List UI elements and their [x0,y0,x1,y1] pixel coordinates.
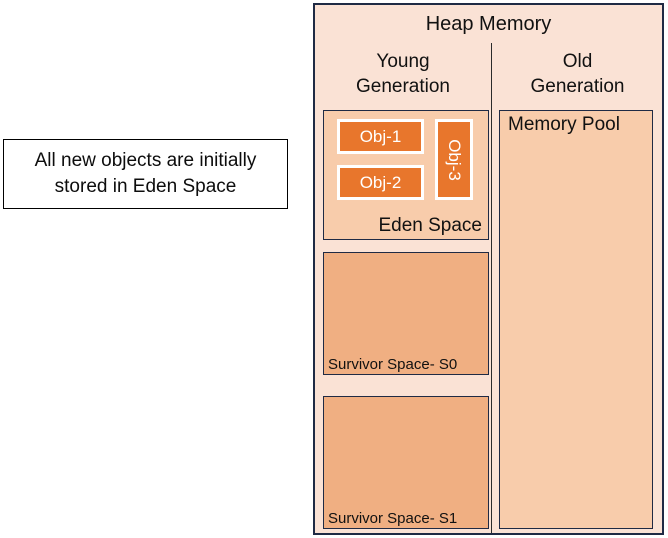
eden-space-box: Obj-1 Obj-2 Obj-3 Eden Space [323,110,489,240]
old-generation-title: Old Generation [493,49,662,99]
heap-memory-container: Heap Memory Young Generation Obj-1 Obj-2… [313,3,664,535]
object-obj-2-label: Obj-2 [359,172,402,192]
old-generation-title-line-2: Generation [530,76,625,97]
old-generation-section: Old Generation Memory Pool [493,43,662,535]
object-obj-3: Obj-3 [435,119,473,200]
eden-space-label: Eden Space [378,215,482,236]
callout-note-line-2: stored in Eden Space [54,176,237,197]
object-obj-1-label: Obj-1 [359,126,402,146]
heap-memory-title: Heap Memory [425,13,552,35]
memory-pool-label: Memory Pool [508,114,620,135]
survivor-space-s1-label: Survivor Space- S1 [328,510,458,527]
survivor-space-s0-box: Survivor Space- S0 [323,252,489,375]
survivor-space-s0-label: Survivor Space- S0 [328,356,458,373]
generation-divider [491,43,492,533]
young-generation-title-line-1: Young [376,51,430,72]
old-generation-title-line-1: Old [562,51,593,72]
callout-note-line-1: All new objects are initially [34,150,257,171]
young-generation-section: Young Generation Obj-1 Obj-2 Obj-3 Eden … [317,43,489,535]
young-generation-title: Young Generation [317,49,489,99]
memory-pool-box: Memory Pool [499,110,653,529]
young-generation-title-line-2: Generation [355,76,450,97]
object-obj-3-label: Obj-3 [445,138,465,181]
callout-note: All new objects are initially stored in … [3,139,288,209]
survivor-space-s1-box: Survivor Space- S1 [323,396,489,529]
object-obj-2: Obj-2 [337,165,424,200]
object-obj-1: Obj-1 [337,119,424,154]
